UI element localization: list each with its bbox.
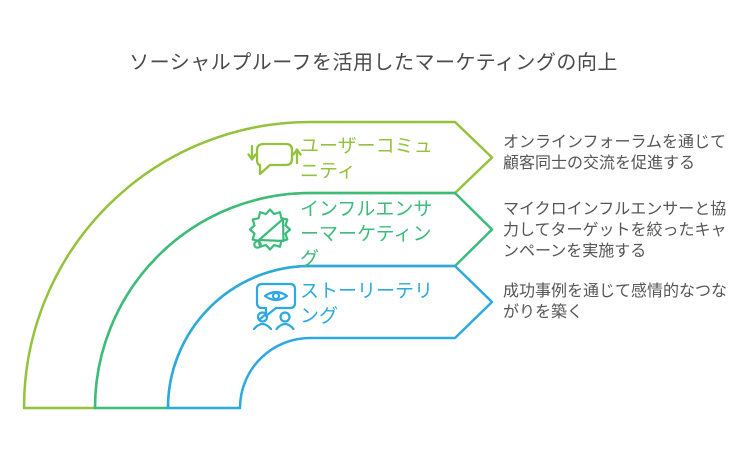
item-label-storytelling: ストーリーテリ ング: [300, 281, 434, 327]
megaphone-badge-icon: [248, 208, 292, 251]
chat-sync-icon: [247, 142, 302, 176]
eye-speech-bubble-people-icon: [252, 282, 297, 331]
page-title: ソーシャルプルーフを活用したマーケティングの向上: [129, 52, 618, 74]
item-label-user-community: ユーザーコミュ ニティ: [300, 136, 433, 182]
item-description-influencer-marketing: マイクロインフルエンサーと協 力してターゲットを絞ったキャ ンペーンを実施する: [503, 201, 727, 260]
item-description-user-community: オンラインフォーラムを通じて 顧客同士の交流を促進する: [503, 134, 727, 172]
item-label-influencer-marketing: インフルエンサ ーマーケティン グ: [300, 199, 433, 270]
item-description-storytelling: 成功事例を通じて感情的なつな がりを築く: [503, 283, 728, 321]
arc-band-storytelling: [166, 264, 494, 410]
